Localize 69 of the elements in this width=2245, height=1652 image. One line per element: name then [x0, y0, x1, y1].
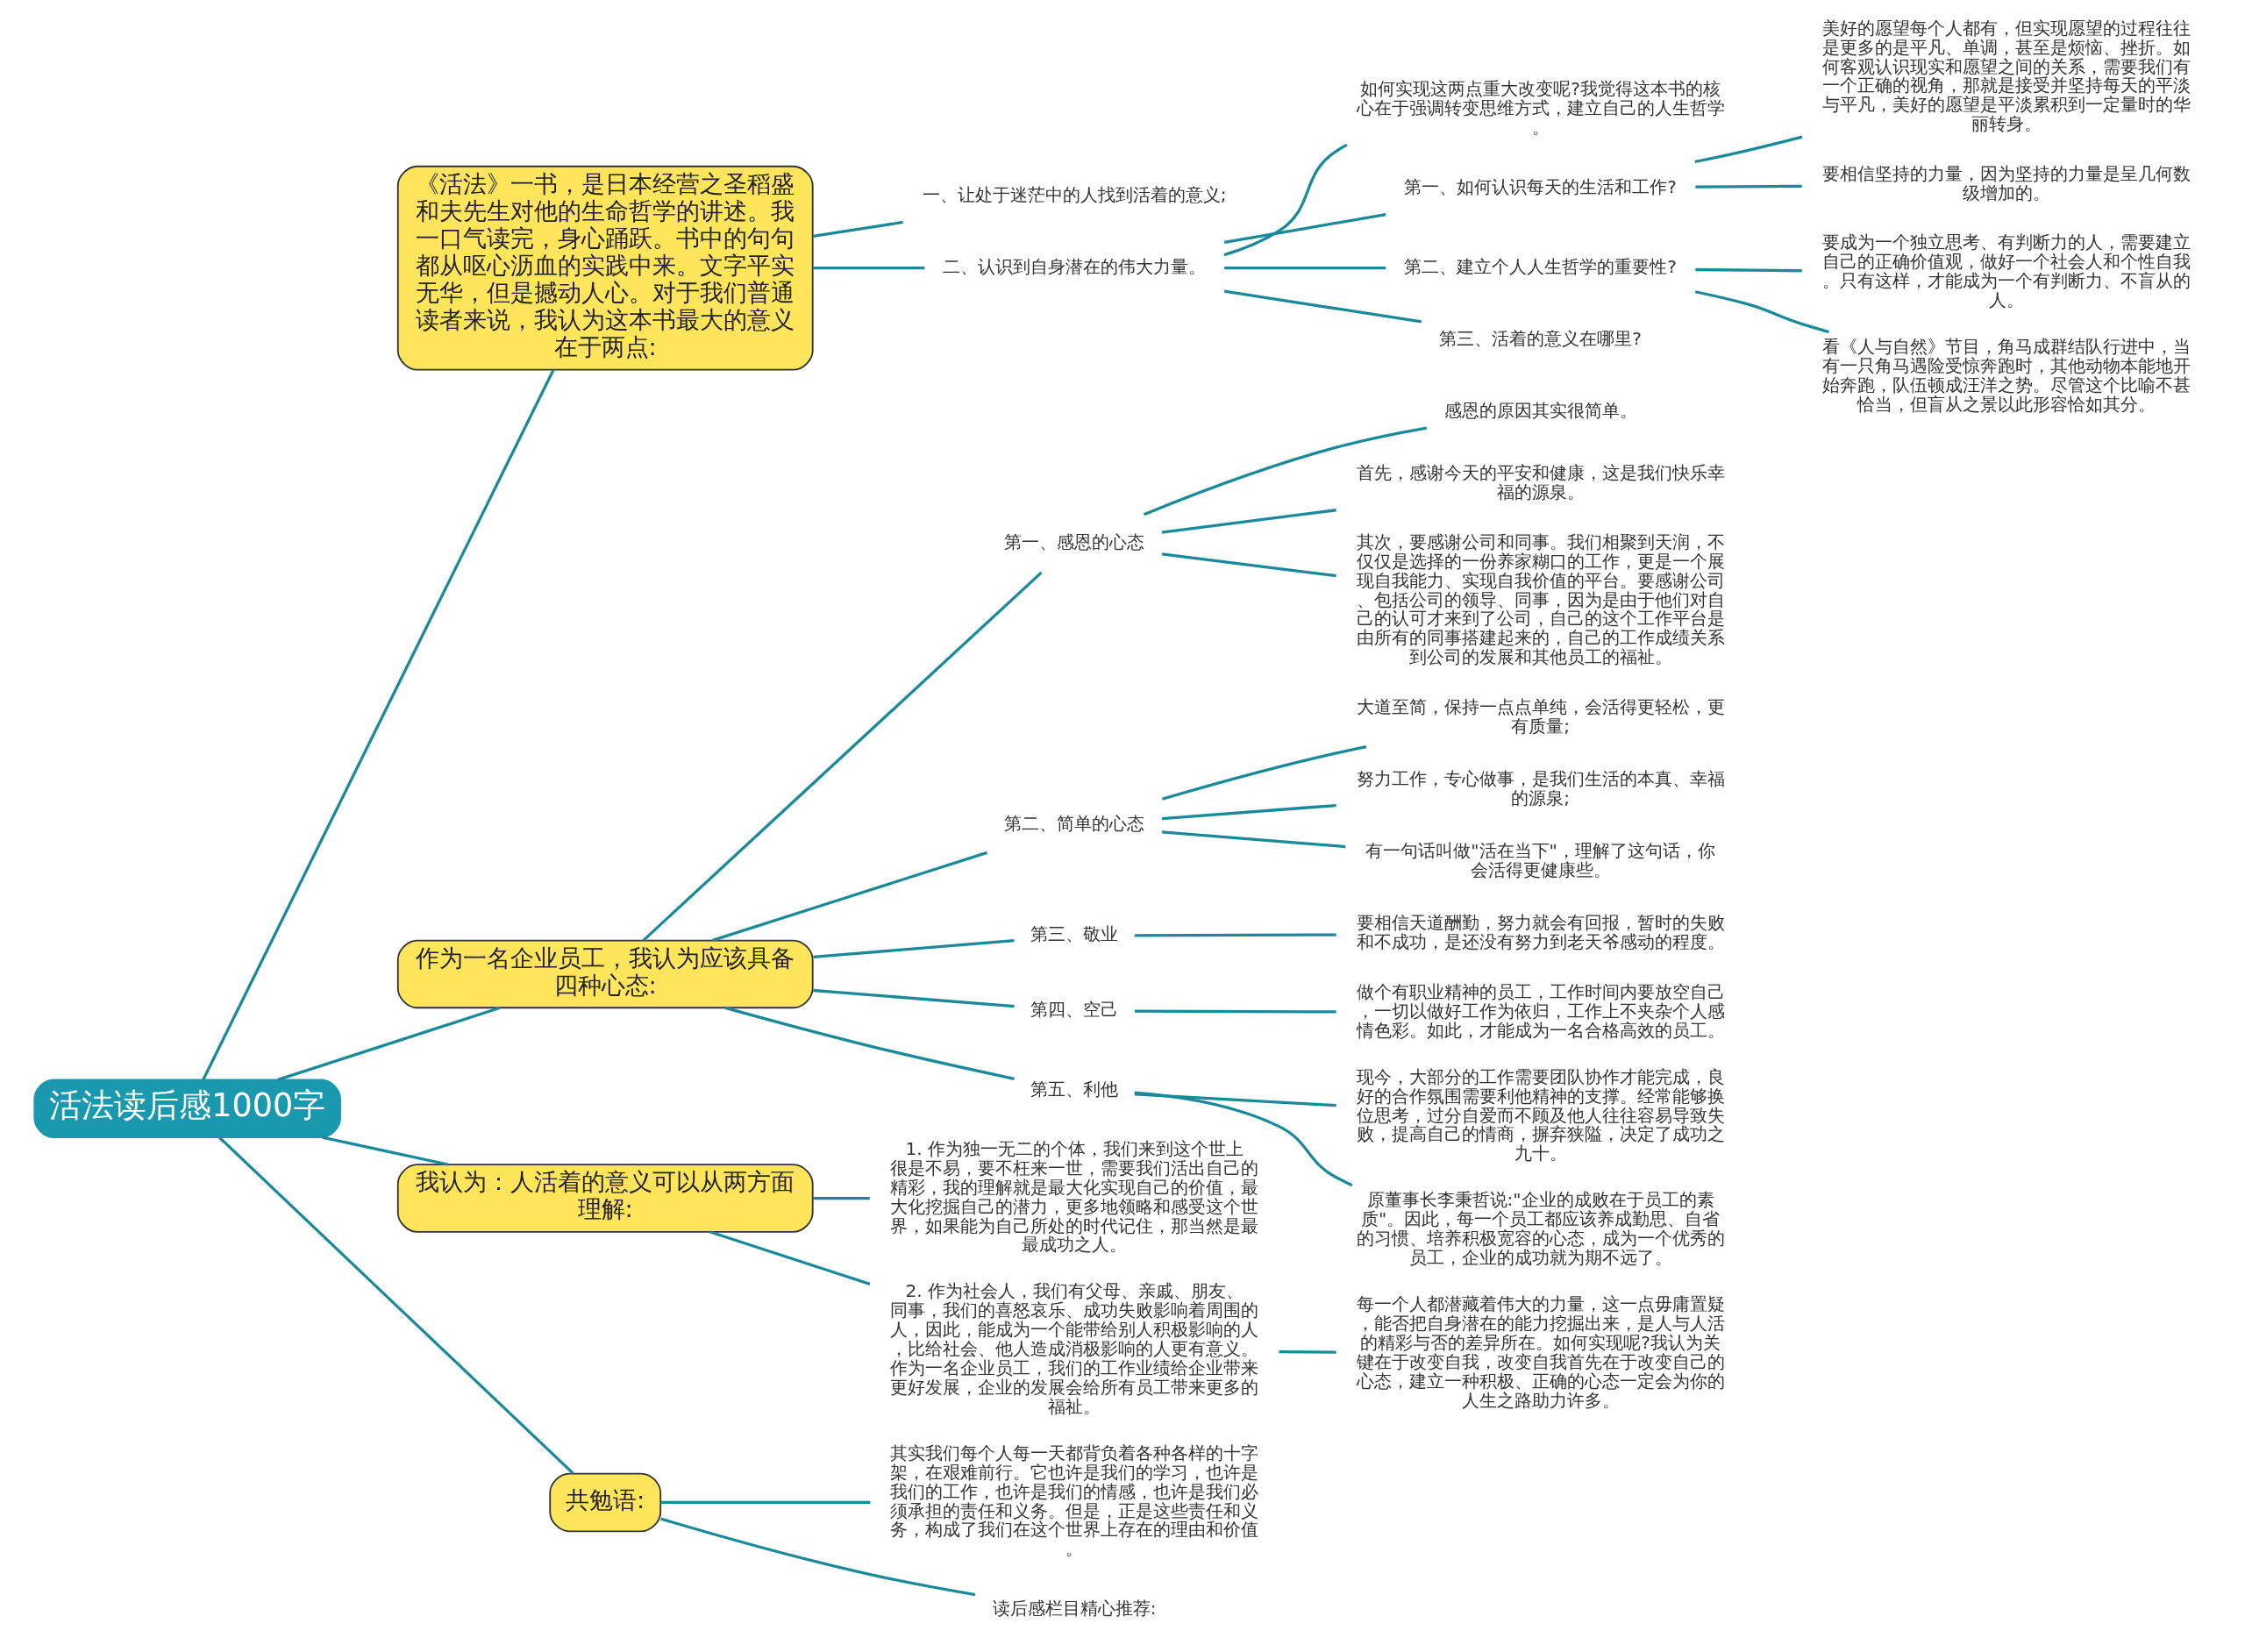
node-box: 《活法》一书，是日本经营之圣稻盛和夫先生对他的生命哲学的讲述。我一口气读完，身心踊跃。书中的句句都从呕心沥血的实践中来。文字平实无华，但是撼动人心。对于我们普通读者来说，我认为这本书最大的意义在于两点: [396, 165, 814, 371]
node-text: 2. 作为社会人，我们有父母、亲戚、朋友、同事，我们的喜怒哀乐、成功失败影响着周围的人，因此，能成为一个能带给别人积极影响的人，比给社会、他人造成消极影响的人更有意义。作为一名企业员工，我们的工作业绩给企业带来更好发展，企业的发展会给所有员工带来更多的福祉。 [890, 1280, 1259, 1417]
connector [813, 1196, 870, 1200]
connector [1161, 830, 1346, 849]
node-text: 原董事长李秉哲说:"企业的成败在于员工的素质"。因此，每一个员工都应该养成勤思、自省的习惯、培养积极宽容的心态，成为一个优秀的员工，企业的成功就为期不远了。 [1356, 1189, 1725, 1269]
connector [277, 1006, 501, 1081]
node-text: 要成为一个独立思考、有判断力的人，需要建立自己的正确价值观，做好一个社会人和个性自我。只有这样，才能成为一个有判断力、不盲从的人。 [1821, 231, 2191, 311]
connector [813, 938, 1015, 959]
connector [1694, 135, 1803, 164]
node-text: 第二、建立个人人生哲学的重要性? [1404, 255, 1677, 277]
node-box: 活法读后感1000字 [33, 1079, 341, 1139]
node-text: 有一句话叫做"活在当下"，理解了这句话，你会活得更健康些。 [1365, 840, 1715, 881]
node-text: 读后感栏目精心推荐: [992, 1597, 1157, 1619]
connector [813, 988, 1015, 1008]
node-text: 1. 作为独一无二的个体，我们来到这个世上很是不易，要不枉来一世，需要我们活出自己的精彩，我的理解就是最大化实现自己的价值，最大化挖掘自己的潜力，更多地领略和感受这个世界，如果能为自己所处的时代记住，那当然是最最成功之人。 [890, 1137, 1259, 1256]
connector [1223, 289, 1422, 324]
connector [202, 369, 555, 1080]
node-text: 现今，大部分的工作需要团队协作才能完成，良好的合作氛围需要利他精神的支撑。经常能够换位思考，过分自爱而不顾及他人往往容易导致失败，提高自己的情商，摒弃狭隘，决定了成功之九十。 [1356, 1065, 1725, 1164]
node-text: 看《人与自然》节目，角马成群结队行进中，当有一只角马遇险受惊奔跑时，其他动物本能地开始奔跑，队伍顿成汪洋之势。尽管这个比喻不甚恰当，但盲从之景以此形容恰如其分。 [1821, 336, 2191, 415]
connector [322, 1136, 449, 1166]
connector [1695, 267, 1802, 273]
connector [660, 1517, 976, 1597]
node-text: 要相信天道酬勤，努力就会有回报，暂时的失败和不成功，是还没有努力到老天爷感动的程度。 [1356, 912, 1725, 953]
node-text: 第四、空己 [1030, 999, 1119, 1020]
node-text: 其次，要感谢公司和同事。我们相聚到天润，不仅仅是选择的一份养家糊口的工作，更是一个展现自我能力、实现自我价值的平台。要感谢公司、包括公司的领导、同事，因为是由于他们对自己的认可才来到了公司，自己的这个工作平台是由所有的同事搭建起来的，自己的工作成绩关系到公司的发展和其他员工的福祉。 [1356, 530, 1725, 668]
node-text: 感恩的原因其实很简单。 [1443, 400, 1637, 422]
connector [813, 220, 903, 238]
connector [1134, 1009, 1336, 1014]
connector [1223, 212, 1386, 245]
connector [712, 851, 987, 942]
connector [1279, 1349, 1336, 1354]
connector [724, 1006, 1015, 1080]
node-text: 如何实现这两点重大改变呢?我觉得这本书的核心在于强调转变思维方式，建立自己的人生哲学。 [1356, 78, 1725, 138]
node-text: 首先，感谢今天的平安和健康，这是我们快乐幸福的源泉。 [1356, 462, 1725, 503]
connector [1161, 803, 1336, 821]
node-text: 第三、活着的意义在哪里? [1439, 327, 1642, 349]
node-text: 其实我们每个人每一天都背负着各种各样的十字架，在艰难前行。它也许是我们的学习，也许是我们的工作，也许是我们的情感，也许是我们必须承担的责任和义务。但是，正是这些责任和义务，构成了我们在这个世界上存在的理由和价值。 [890, 1442, 1259, 1560]
connector [660, 1500, 871, 1505]
node-box: 共勉语: [549, 1472, 662, 1533]
connector [1161, 552, 1336, 578]
node-text: 每一个人都潜藏着伟大的力量，这一点毋庸置疑，能否把自身潜在的能力挖掘出来，是人与人活的精彩与否的差异所在。如何实现呢?我认为关键在于改变自我，改变自我首先在于改变自己的心态，建立一种积极、正确的心态一定会为你的人生之路助力许多。 [1356, 1292, 1725, 1411]
connector [1161, 745, 1367, 801]
node-text: 第三、敬业 [1030, 923, 1119, 945]
node-text: 第一、如何认识每天的生活和工作? [1404, 175, 1677, 197]
connector [813, 267, 925, 270]
node-box: 我认为：人活着的意义可以从两方面理解: [396, 1164, 814, 1233]
connector [709, 1230, 871, 1285]
connector [1694, 290, 1829, 334]
connector [1143, 426, 1428, 516]
node-text: 要相信坚持的力量，因为坚持的力量是呈几何数级增加的。 [1821, 162, 2191, 203]
node-box: 作为一名企业员工，我认为应该具备四种心态: [396, 939, 814, 1009]
node-text: 二、认识到自身潜在的伟大力量。 [943, 255, 1207, 277]
connector [1695, 184, 1802, 189]
connector [1134, 933, 1336, 937]
connector [642, 571, 1043, 942]
node-text: 美好的愿望每个人都有，但实现愿望的过程往往是更多的是平凡、单调，甚至是烦恼、挫折。如何客观认识现实和愿望之间的关系，需要我们有一个正确的视角，那就是接受并坚持每天的平淡与平凡，美好的愿望是平淡累积到一定量时的华丽转身。 [1821, 17, 2191, 135]
connector [1161, 509, 1336, 534]
node-text: 做个有职业精神的员工，工作时间内要放空自己，一切以做好工作为依归，工作上不夹杂个人感情色彩。如此，才能成为一名合格高效的员工。 [1356, 980, 1725, 1041]
connector [1134, 1091, 1353, 1187]
node-text: 第五、利他 [1030, 1079, 1119, 1100]
node-text: 大道至简，保持一点点单纯，会活得更轻松，更有质量; [1356, 695, 1725, 737]
connector [1224, 267, 1386, 270]
node-text: 一、让处于迷茫中的人找到活着的意义; [922, 183, 1227, 205]
node-text: 第二、简单的心态 [1004, 813, 1145, 835]
connector [218, 1136, 574, 1475]
connector [1223, 143, 1348, 257]
connector [1134, 1093, 1336, 1107]
node-text: 努力工作，专心做事，是我们生活的本真、幸福的源泉; [1356, 768, 1725, 808]
node-text: 第一、感恩的心态 [1004, 530, 1145, 552]
